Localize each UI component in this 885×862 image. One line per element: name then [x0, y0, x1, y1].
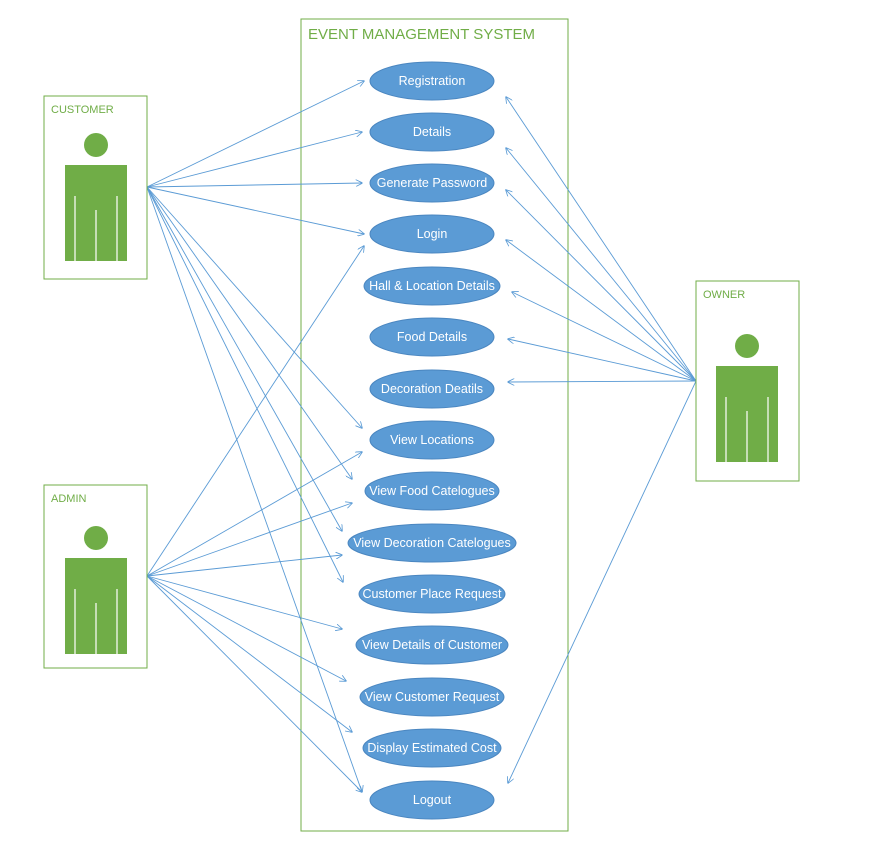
use-case-view-customer-request: View Customer Request	[359, 677, 505, 717]
use-case-generate-password: Generate Password	[369, 163, 495, 203]
actor-customer: CUSTOMER	[43, 95, 148, 280]
association-admin-view-locations	[146, 452, 362, 577]
actor-label: CUSTOMER	[51, 104, 114, 116]
use-case-label: Details	[413, 125, 451, 139]
use-case-label: View Customer Request	[365, 690, 500, 704]
association-lines	[146, 81, 697, 792]
association-admin-view-decoration-catalogues	[146, 555, 342, 577]
association-customer-view-decoration-catalogues	[146, 186, 342, 531]
actor-label: ADMIN	[51, 493, 87, 505]
association-customer-customer-place-request	[146, 186, 343, 582]
association-owner-generate-password	[506, 190, 697, 382]
association-owner-details	[506, 148, 697, 382]
association-admin-login	[146, 246, 364, 577]
use-case-registration: Registration	[369, 61, 495, 101]
actor-admin: ADMIN	[43, 484, 148, 669]
association-owner-food-details	[508, 339, 697, 382]
use-case-label: Food Details	[397, 330, 467, 344]
use-case-label: View Food Catelogues	[369, 484, 495, 498]
use-case-hall-location-details: Hall & Location Details	[363, 266, 501, 306]
association-admin-logout	[146, 575, 362, 792]
association-admin-view-food-catalogues	[146, 503, 352, 577]
association-admin-view-customer-request	[146, 575, 346, 681]
use-case-customer-place-request: Customer Place Request	[358, 574, 506, 614]
use-case-display-estimated-cost: Display Estimated Cost	[362, 728, 502, 768]
use-case-label: Hall & Location Details	[369, 279, 495, 293]
person-icon	[65, 133, 127, 261]
association-admin-display-estimated-cost	[146, 575, 352, 732]
use-case-label: Logout	[413, 793, 452, 807]
actor-label: OWNER	[703, 289, 745, 301]
use-case-decoration-details: Decoration Deatils	[369, 369, 495, 409]
system-title: EVENT MANAGEMENT SYSTEM	[308, 26, 535, 43]
use-case-view-locations: View Locations	[369, 420, 495, 460]
association-customer-generate-password	[146, 183, 362, 188]
use-case-label: View Locations	[390, 433, 474, 447]
use-case-label: Generate Password	[377, 176, 488, 190]
association-customer-login	[146, 186, 364, 234]
association-customer-view-food-catalogues	[146, 186, 352, 479]
association-owner-hall-location-details	[512, 292, 697, 382]
actor-box	[43, 95, 148, 280]
person-icon	[716, 334, 778, 462]
association-customer-logout	[146, 186, 362, 792]
use-case-label: View Decoration Catelogues	[353, 536, 511, 550]
association-customer-details	[146, 132, 362, 188]
association-owner-decoration-details	[508, 381, 697, 382]
use-case-view-food-catalogues: View Food Catelogues	[364, 471, 500, 511]
use-case-details: Details	[369, 112, 495, 152]
use-case-label: View Details of Customer	[362, 638, 502, 652]
person-icon	[65, 526, 127, 654]
use-case-view-details-of-customer: View Details of Customer	[355, 625, 509, 665]
use-case-label: Registration	[399, 74, 466, 88]
use-case-label: Display Estimated Cost	[367, 741, 497, 755]
association-customer-view-locations	[146, 186, 362, 428]
use-case-logout: Logout	[369, 780, 495, 820]
use-case-food-details: Food Details	[369, 317, 495, 357]
use-case-label: Login	[417, 227, 448, 241]
association-owner-login	[506, 240, 697, 382]
association-owner-registration	[506, 97, 697, 382]
system-boundary	[300, 18, 569, 832]
actor-box	[43, 484, 148, 669]
use-case-label: Decoration Deatils	[381, 382, 483, 396]
use-case-login: Login	[369, 214, 495, 254]
association-admin-view-details-of-customer	[146, 575, 342, 629]
association-customer-registration	[146, 81, 364, 188]
association-owner-logout	[508, 380, 697, 783]
actor-owner: OWNER	[695, 280, 800, 482]
use-case-label: Customer Place Request	[363, 587, 502, 601]
use-case-view-decoration-catalogues: View Decoration Catelogues	[347, 523, 517, 563]
actor-box	[695, 280, 800, 482]
